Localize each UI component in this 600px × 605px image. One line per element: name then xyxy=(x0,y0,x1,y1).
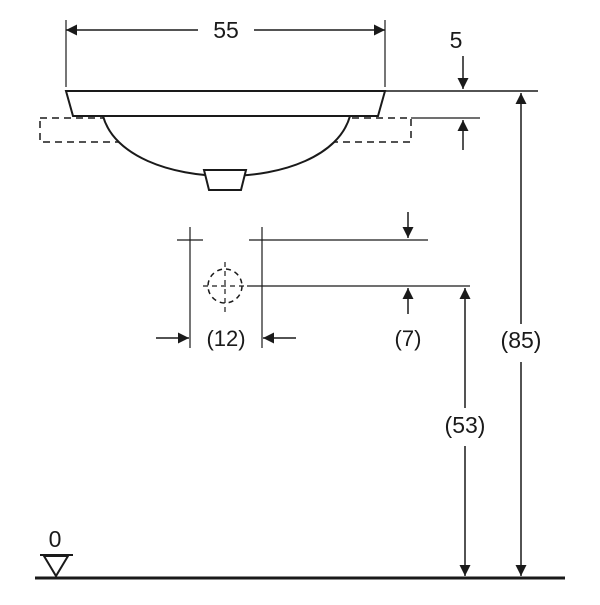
datum-triangle xyxy=(42,555,70,578)
label-overall-width: 55 xyxy=(213,17,239,43)
basin xyxy=(64,90,387,191)
label-rim-height: 5 xyxy=(450,27,463,53)
label-tap-hole-offset: (7) xyxy=(395,326,422,351)
label-tap-hole-spacing: (12) xyxy=(206,326,245,351)
basin-drain xyxy=(202,169,248,191)
basin-bowl xyxy=(102,115,351,177)
dimension-height-53: (53) xyxy=(445,288,486,576)
tap-hole-marks xyxy=(177,227,470,348)
dimension-height-85: (85) xyxy=(501,93,542,576)
floor-and-datum: 0 xyxy=(35,526,565,580)
label-datum-zero: 0 xyxy=(49,526,62,552)
dimension-tap-hole-spacing: (12) xyxy=(156,326,296,351)
basin-rim xyxy=(64,90,387,117)
dimension-overall-width: 55 xyxy=(65,17,386,87)
label-height-53: (53) xyxy=(445,412,486,438)
dimension-rim-height: 5 xyxy=(385,27,538,150)
label-height-85: (85) xyxy=(501,327,542,353)
dimension-tap-hole-offset: (7) xyxy=(395,212,422,351)
